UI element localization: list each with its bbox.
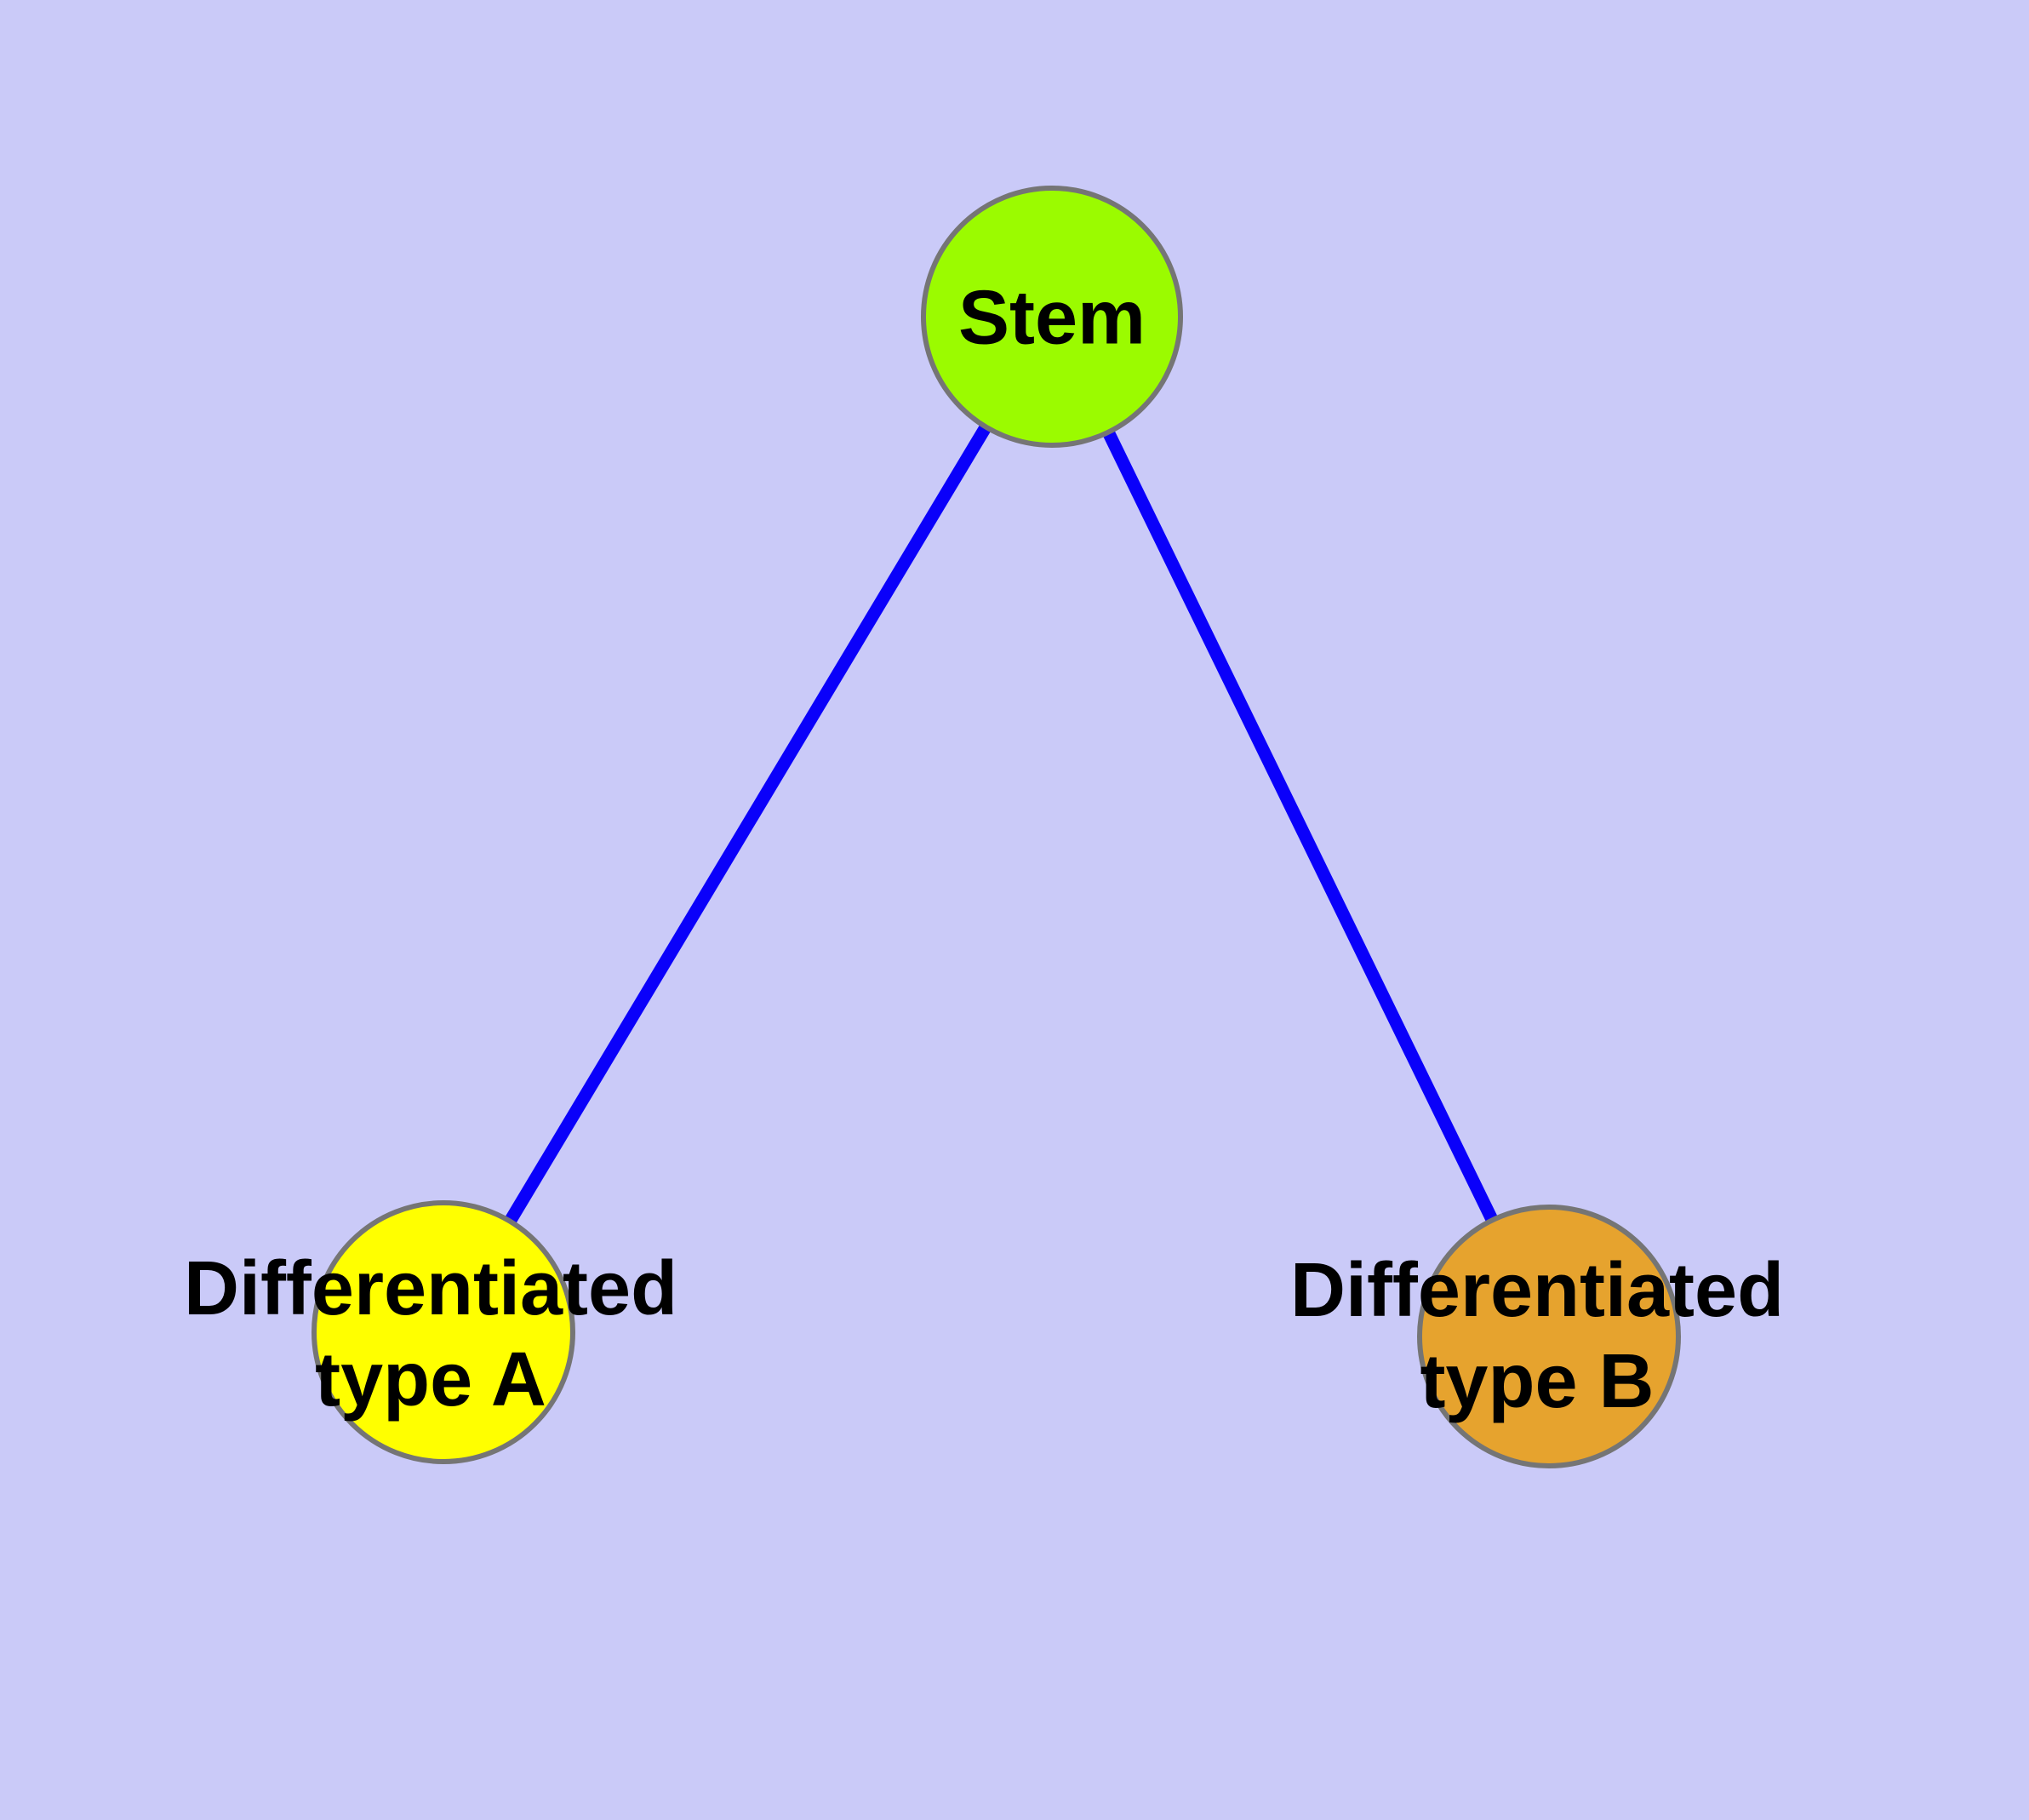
edge-stem-to-type-b — [1046, 313, 1555, 1340]
node-differentiated-type-a — [311, 1200, 575, 1464]
edge-stem-to-type-a — [437, 313, 1058, 1336]
node-differentiated-type-b — [1417, 1205, 1681, 1468]
node-stem — [921, 186, 1183, 448]
